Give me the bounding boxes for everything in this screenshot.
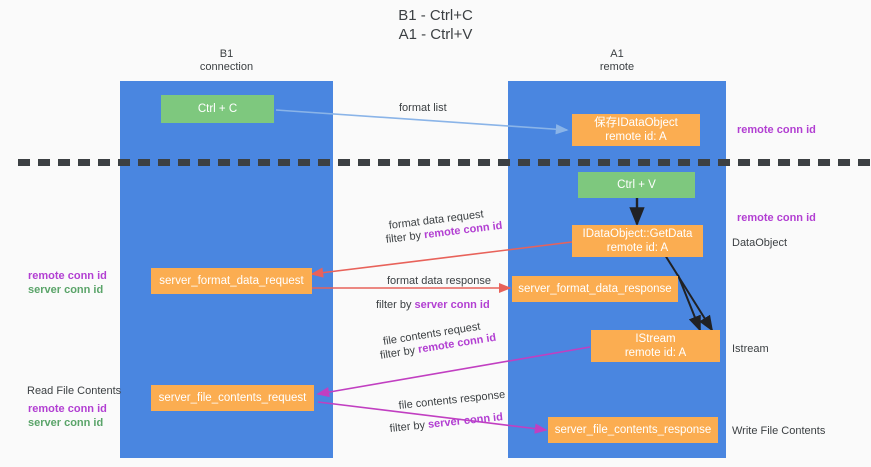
annotation-write-file-contents: Write File Contents: [732, 425, 826, 437]
phase-divider: [18, 159, 870, 166]
node-server-format-data-request[interactable]: server_format_data_request: [151, 268, 312, 294]
node-server-file-contents-request[interactable]: server_file_contents_request: [151, 385, 314, 411]
edge-filter-format-data-response: filter by server conn id: [376, 298, 490, 312]
annotation-remote-conn-id-mid: remote conn id: [737, 212, 816, 224]
filter-prefix: filter by: [385, 229, 425, 246]
annotation-server-conn-id-left-top: server conn id: [28, 284, 104, 296]
node-ctrl-v[interactable]: Ctrl + V: [578, 172, 695, 198]
annotation-remote-conn-id-left-top: remote conn id: [28, 270, 107, 282]
annotation-istream: Istream: [732, 343, 769, 355]
edge-filter-file-contents-response: filter by server conn id: [389, 410, 504, 436]
node-server-format-data-response[interactable]: server_format_data_response: [512, 276, 678, 302]
node-idataobject-getdata[interactable]: IDataObject::GetData remote id: A: [572, 225, 703, 257]
annotation-dataobject: DataObject: [732, 237, 788, 249]
annotation-server-conn-id-left-bottom: server conn id: [28, 417, 104, 429]
filter-prefix: filter by: [376, 299, 415, 311]
page-title: B1 - Ctrl+C A1 - Ctrl+V: [398, 7, 473, 43]
edge-label-file-contents-response: file contents response: [398, 388, 506, 413]
edge-label-format-data-response: format data response: [387, 275, 491, 287]
node-ctrl-c[interactable]: Ctrl + C: [161, 95, 274, 123]
column-header-a1: A1 remote: [599, 48, 635, 73]
annotation-remote-conn-id-top: remote conn id: [737, 124, 816, 136]
node-istream[interactable]: IStream remote id: A: [591, 330, 720, 362]
column-header-b1: B1 connection: [199, 48, 254, 73]
edge-label-file-contents-response-text: file contents response: [398, 388, 506, 412]
filter-key-server-conn-id: server conn id: [427, 411, 504, 431]
filter-key-server-conn-id: server conn id: [414, 299, 490, 311]
node-save-idataobject[interactable]: 保存IDataObject remote id: A: [572, 114, 700, 146]
annotation-read-file-contents: Read File Contents: [27, 385, 122, 397]
annotation-remote-conn-id-left-bottom: remote conn id: [28, 403, 107, 415]
edge-label-format-list: format list: [399, 102, 447, 114]
filter-prefix: filter by: [389, 418, 429, 435]
node-server-file-contents-response[interactable]: server_file_contents_response: [548, 417, 718, 443]
